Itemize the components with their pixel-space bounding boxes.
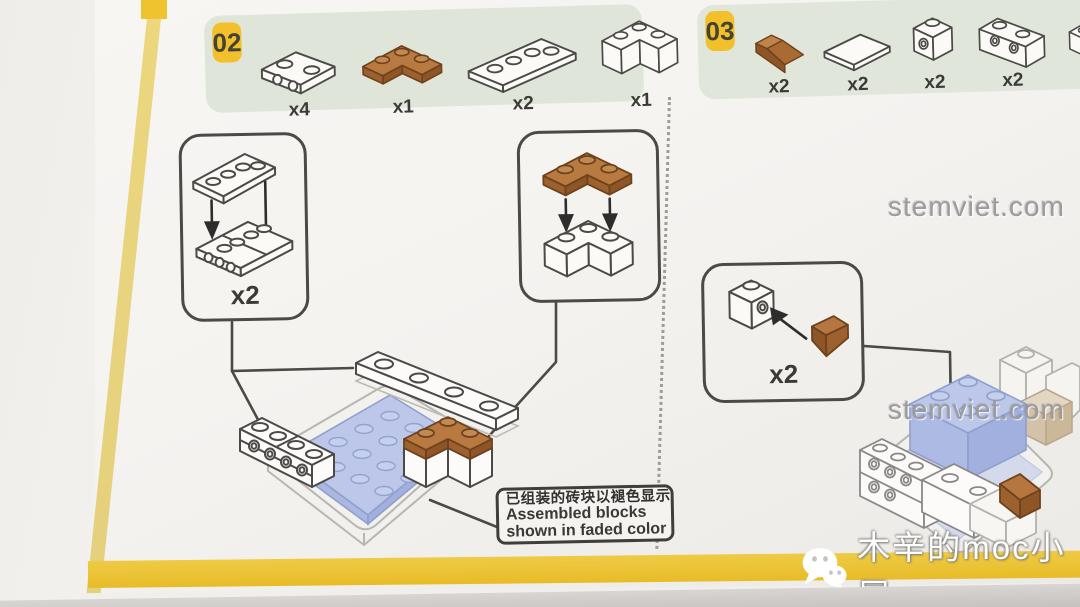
leader-callout1-to-plate (230, 320, 355, 373)
part-item: x1 (351, 30, 453, 120)
leader-callout1-branch (230, 369, 265, 431)
watermark-stemviet-top: stemviet.com (888, 191, 1065, 222)
callout-count: x2 (230, 279, 260, 311)
part-item: x2 (970, 2, 1054, 93)
step-02-panel: 02 x4 (203, 3, 679, 121)
part-count: x2 (512, 92, 535, 115)
part-item: x2 (1058, 6, 1080, 91)
part-count: x1 (630, 89, 653, 112)
part-tile-1x2-icon (823, 33, 891, 72)
note-english-line2: shown in faded color (506, 520, 667, 541)
watermark-stemviet-bottom: stemviet.com (888, 394, 1065, 425)
part-brick-1x2-two-side-studs-icon (978, 17, 1046, 68)
wechat-icon (802, 547, 847, 591)
part-plate-1x2-side-studs-icon (260, 51, 336, 95)
part-item: x2 (459, 27, 585, 117)
part-plate-1x4-icon (467, 38, 577, 93)
part-item: x2 (902, 6, 966, 95)
step-02-badge: 02 (211, 22, 242, 63)
callout-stack-plates-diagram (192, 152, 294, 278)
callout-slope-attach: x2 (700, 260, 866, 404)
part-count: x2 (1002, 69, 1024, 92)
callout-corner-plate (516, 128, 662, 304)
faded-color-note: 已组装的砖块以褪色显示 Assembled blocks shown in fa… (495, 484, 675, 545)
callout-slope-attach-diagram (728, 279, 850, 358)
callout-count: x2 (769, 358, 799, 390)
page-left-margin (0, 0, 95, 607)
leader-note-box (428, 498, 499, 529)
part-count: x2 (768, 76, 790, 98)
part-count: x2 (847, 73, 869, 96)
part-corner-brick-white-icon (601, 20, 679, 75)
step-03-panel: 03 x2 (696, 0, 1080, 100)
assembly-diagram-step-02 (239, 351, 520, 546)
part-item: x4 (251, 37, 345, 123)
step-03-parts: x2 x2 (744, 0, 1080, 99)
wechat-channel-logo: 木辛的moc小屋 (798, 521, 1080, 607)
callout-corner-plate-diagram (542, 152, 634, 278)
part-item: x1 (591, 10, 690, 114)
part-slope-brown-icon (755, 34, 804, 74)
part-count: x4 (288, 99, 311, 121)
part-item: x2 (816, 24, 898, 97)
part-corner-plate-brown-icon (362, 45, 443, 85)
step-02-parts: x4 x1 (251, 9, 698, 122)
leader-callout2 (487, 301, 558, 438)
part-item: x2 (744, 18, 812, 99)
part-brick-1x2-icon (1068, 21, 1080, 63)
part-count: x2 (924, 71, 946, 94)
yellow-top-block (141, 0, 167, 19)
yellow-margin-stripe (84, 0, 164, 607)
part-count: x1 (392, 96, 415, 118)
callout-stack-plates: x2 (178, 131, 310, 323)
step-03-badge: 03 (704, 10, 735, 52)
part-brick-1x1-side-stud-icon (912, 17, 954, 61)
